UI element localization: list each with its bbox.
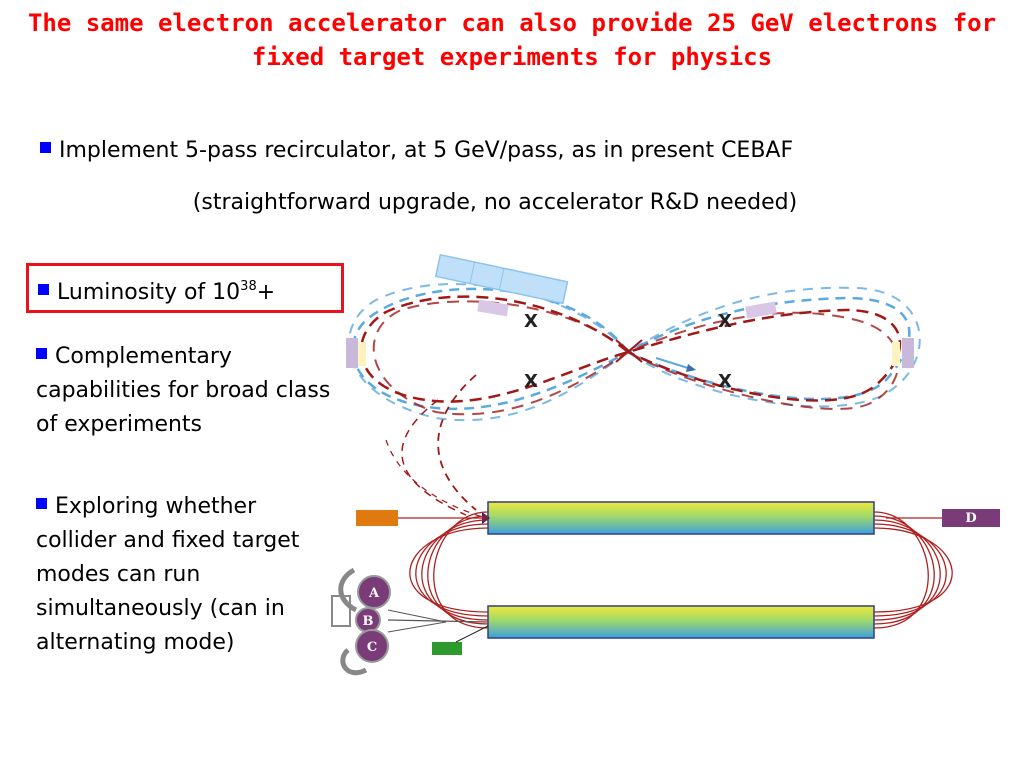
magnet-left-inner (358, 342, 366, 366)
hall-d-label: D (965, 511, 976, 526)
cross-line-red-2 (615, 339, 643, 363)
accelerator-diagram: X X X X D (331, 253, 1000, 675)
luminosity-prefix: Luminosity of 10 (57, 280, 241, 305)
hall-a (357, 575, 391, 609)
hall-d (942, 509, 1000, 527)
bullet-implement: Implement 5-pass recirculator, at 5 GeV/… (40, 134, 1000, 168)
luminosity-exponent: 38 (240, 279, 257, 294)
recirculation-arcs-east (873, 511, 953, 629)
beam-arrow-head (686, 364, 696, 372)
bullet-complementary: Complementary capabilities for broad cla… (36, 340, 336, 442)
luminosity-suffix: + (256, 280, 276, 305)
beam-arrow (655, 357, 689, 369)
green-beamline-link (455, 625, 489, 643)
bullet-square-icon (36, 498, 47, 509)
bullet-square-icon (36, 348, 47, 359)
slide-title: The same electron accelerator can also p… (27, 9, 997, 71)
recirculation-arcs-west (409, 511, 489, 629)
linac-north (487, 501, 875, 535)
magnet-left (346, 338, 358, 368)
experimental-halls: A B C (331, 567, 489, 675)
hall-c (355, 629, 389, 663)
bullet-square-icon (38, 284, 49, 295)
crossing-mark: X (524, 311, 538, 332)
bullet-exploring-text: Exploring whether collider and fixed tar… (36, 494, 300, 655)
luminosity-highlight-box (26, 263, 344, 313)
injector (356, 510, 398, 526)
magnet-right-inner (892, 342, 900, 366)
bullet-implement-note: (straightforward upgrade, no accelerator… (192, 190, 798, 215)
transfer-lines (385, 374, 487, 519)
crossing-mark: X (524, 371, 538, 392)
bullet-square-icon (40, 142, 51, 153)
figure-eight-ring (347, 283, 921, 422)
crossing-marks: X X X X (524, 311, 732, 392)
crossing-mark: X (718, 311, 732, 332)
linac-south (487, 605, 875, 639)
hall-b-label: B (363, 614, 374, 629)
magnet-right (902, 338, 914, 368)
bullet-luminosity: Luminosity of 1038+ (38, 270, 275, 310)
magnet-top-right (745, 301, 777, 319)
hall-c-label: C (367, 640, 377, 655)
bullet-exploring: Exploring whether collider and fixed tar… (36, 490, 321, 660)
bullet-implement-text: Implement 5-pass recirculator, at 5 GeV/… (59, 138, 794, 163)
hall-a-label: A (368, 586, 380, 601)
crossing-mark: X (718, 371, 732, 392)
green-beamline (432, 642, 462, 655)
bullet-complementary-text: Complementary capabilities for broad cla… (36, 344, 331, 437)
blue-orbit-outer (347, 283, 921, 422)
straight-section (434, 253, 569, 305)
magnet-top-left (477, 299, 509, 317)
